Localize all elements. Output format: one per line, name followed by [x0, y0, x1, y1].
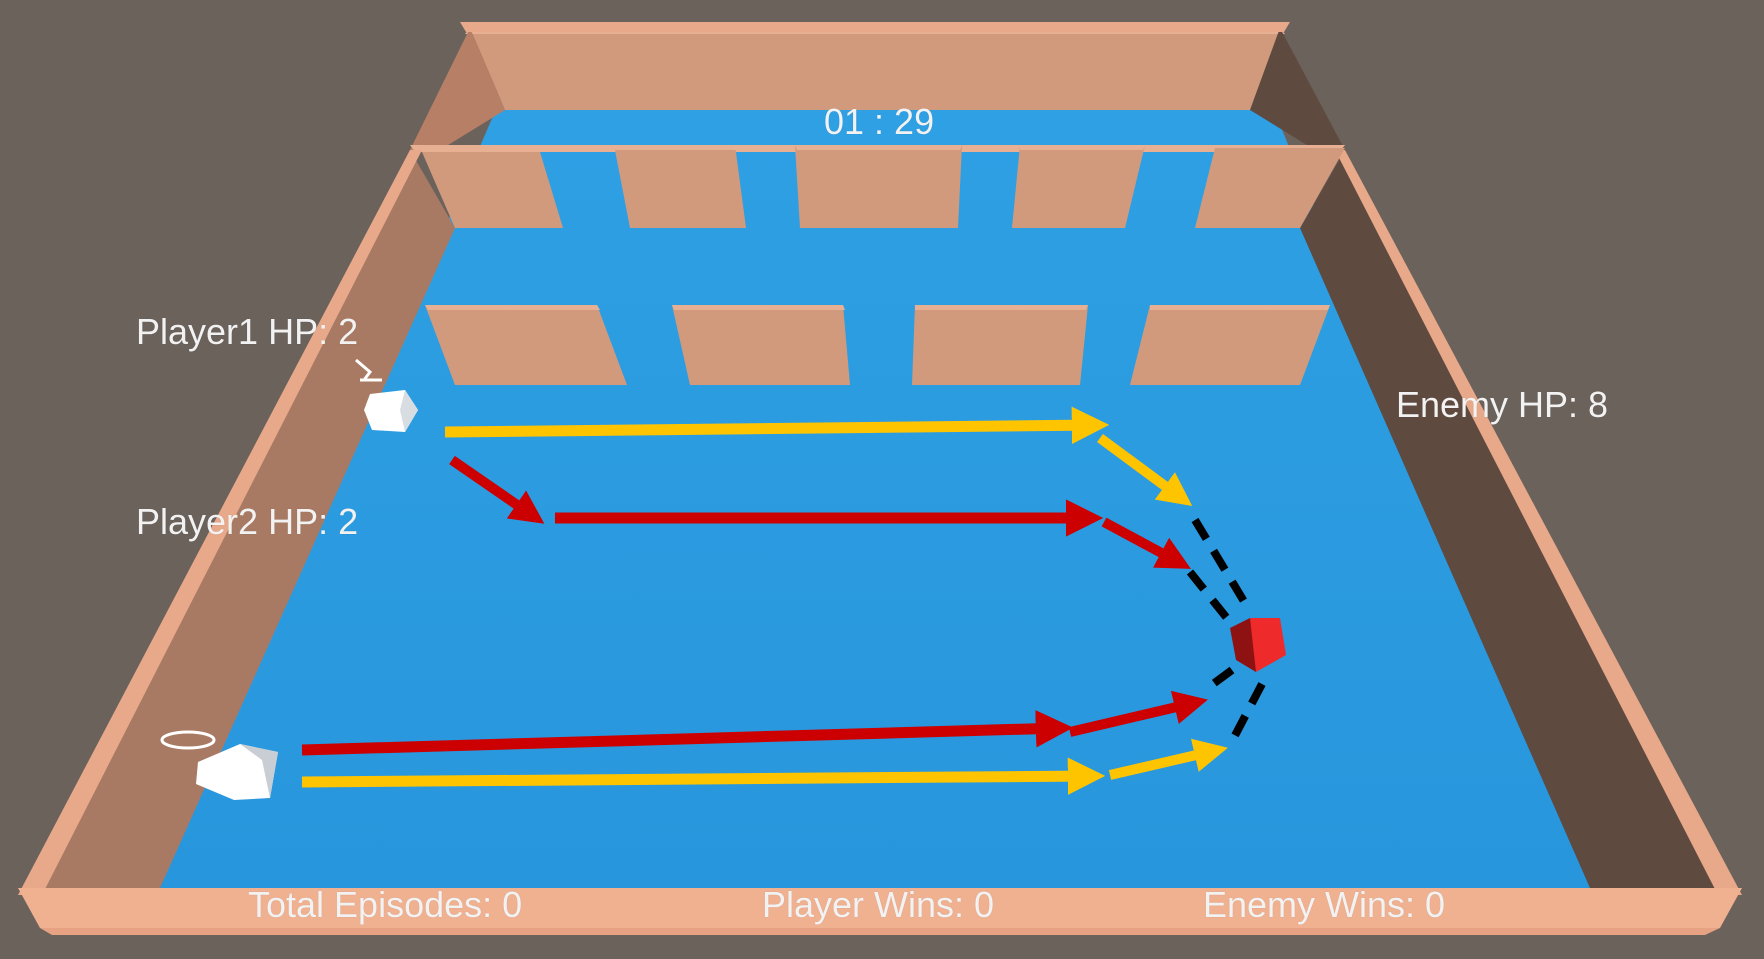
- arena-floor: [160, 100, 1590, 888]
- back-wall: [470, 28, 1280, 110]
- wall-block: [672, 305, 850, 385]
- match-timer: 01 : 29: [824, 101, 935, 142]
- path-arrows: [301, 406, 1266, 795]
- wall-block: [1130, 305, 1330, 385]
- dashed-line-bottom-outer: [1226, 682, 1266, 747]
- dashed-line-top-inner: [1186, 569, 1234, 625]
- player1-yellow-arrow-1: [444, 406, 1110, 444]
- left-back-corner: [410, 28, 505, 150]
- wall-block-top: [1150, 305, 1330, 310]
- player1-sensor-icon: [355, 358, 382, 382]
- wall-block: [912, 305, 1088, 385]
- wall-row-1: [422, 145, 1345, 228]
- player2-yellow-arrow-2: [1108, 738, 1228, 780]
- wall-block: [795, 145, 962, 228]
- wall-block-top: [915, 305, 1088, 310]
- player1-red-arrow-3: [1101, 517, 1191, 569]
- total-episodes-label: Total Episodes: 0: [248, 884, 523, 925]
- right-back-corner: [1250, 28, 1345, 150]
- wall-row-2: [425, 305, 1330, 385]
- wall-block: [1195, 148, 1345, 228]
- player1-red-arrow-1: [449, 455, 545, 524]
- front-wall-rim: [18, 888, 1742, 928]
- wall-block-top: [1020, 145, 1145, 150]
- player2-sensor-icon: [160, 730, 216, 750]
- player2-hp-label: Player2 HP: 2: [136, 501, 359, 542]
- wall-block: [614, 145, 746, 228]
- wall-block-top: [795, 145, 962, 150]
- enemy-cube: [1230, 618, 1286, 672]
- player1-cube: [355, 358, 418, 432]
- right-wall-face: [1300, 150, 1720, 888]
- right-wall-rim: [1335, 150, 1742, 895]
- left-wall-rim: [18, 150, 422, 895]
- wall-block-top: [672, 305, 845, 310]
- wall-block-top: [425, 305, 600, 310]
- wall-block-top: [612, 145, 738, 150]
- player1-hp-label: Player1 HP: 2: [136, 311, 359, 352]
- enemy-wins-label: Enemy Wins: 0: [1203, 884, 1446, 925]
- wall-block: [425, 305, 627, 385]
- player-wins-label: Player Wins: 0: [762, 884, 995, 925]
- wall-block: [422, 152, 563, 228]
- front-wall-edge: [40, 928, 1720, 935]
- player2-yellow-arrow-1: [301, 757, 1106, 795]
- player2-red-arrow-2: [1068, 690, 1208, 737]
- player2-red-arrow-1: [301, 710, 1074, 756]
- player1-yellow-arrow-2: [1097, 433, 1193, 507]
- wall-block: [1012, 145, 1145, 228]
- dashed-line-bottom-inner: [1202, 666, 1235, 694]
- dashed-line-top-outer: [1191, 517, 1252, 611]
- player2-cube: [160, 730, 278, 800]
- back-wall-rim: [460, 22, 1290, 32]
- enemy-hp-label: Enemy HP: 8: [1396, 384, 1609, 425]
- left-wall-face: [35, 150, 455, 888]
